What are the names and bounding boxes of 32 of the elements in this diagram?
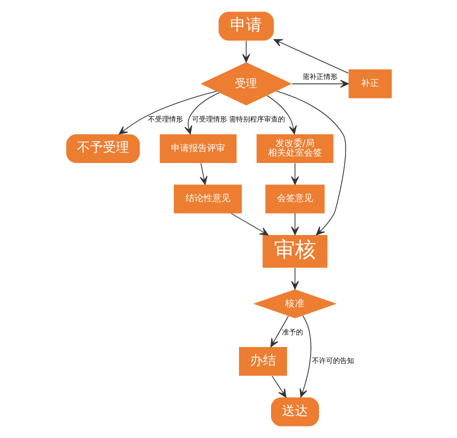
arrow xyxy=(230,213,268,236)
node-box: 会签意见 xyxy=(264,184,324,214)
node-diamond: 受理 xyxy=(200,62,292,106)
edge-label: 可受理情形 需特别程序审查的 xyxy=(191,114,285,124)
node-box: 结论性意见 xyxy=(173,184,242,214)
edge-label: 不许可的告知 xyxy=(312,356,354,366)
node-box: 发改委/局相关处室会签 xyxy=(256,134,333,163)
edge-label: 准予的 xyxy=(282,327,303,336)
arrow xyxy=(271,376,286,398)
arrow xyxy=(199,162,207,185)
arrow xyxy=(184,92,220,134)
arrow xyxy=(242,40,250,63)
edge-label: 需补正情形 xyxy=(302,72,338,82)
arrow xyxy=(273,39,348,74)
arrow xyxy=(290,268,298,290)
arrow xyxy=(118,90,216,135)
node-box: 申请 xyxy=(218,12,274,41)
arrow xyxy=(291,80,348,88)
node-box: 补正 xyxy=(348,69,392,98)
arrow xyxy=(290,162,298,185)
node-box: 不予受理 xyxy=(66,134,140,163)
node-box: 审核 xyxy=(262,235,327,268)
arrow xyxy=(299,315,311,398)
arrow xyxy=(290,213,298,236)
node-diamond: 核准 xyxy=(252,289,336,318)
node-box: 办结 xyxy=(238,347,286,376)
node-box: 申请报告评审 xyxy=(159,134,236,163)
edge-label: 不受理情形 xyxy=(147,114,182,124)
arrow xyxy=(270,316,288,348)
arrow xyxy=(276,90,346,236)
arrow xyxy=(266,95,296,134)
node-box: 送达 xyxy=(270,397,318,426)
